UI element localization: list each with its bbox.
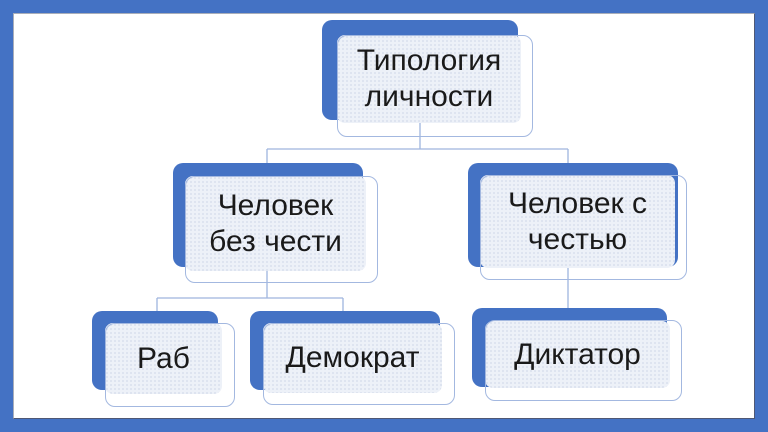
node-outline-rect — [485, 320, 682, 401]
node-fill-rect — [185, 176, 366, 271]
node-outline-rect — [105, 323, 235, 407]
edge-nohonor-to-children — [156, 255, 344, 316]
diagram-node-typology[interactable]: Типология личности — [322, 20, 534, 138]
node-label: Человек с честью — [480, 175, 675, 268]
node-outline-rect — [185, 176, 378, 283]
node-fill-rect — [485, 321, 670, 388]
node-label: Раб — [105, 323, 222, 394]
diagram-node-no-honor[interactable]: Человек без чести — [173, 163, 379, 284]
node-outline-rect — [480, 175, 687, 280]
node-label-line1: Человек с — [508, 186, 647, 220]
node-label-line2: личности — [364, 80, 494, 113]
node-label: Диктатор — [485, 321, 670, 388]
node-label-line1: Раб — [137, 341, 190, 375]
node-label: Типология личности — [337, 35, 521, 123]
node-label-line2: честью — [527, 222, 628, 256]
diagram-node-dictator[interactable]: Диктатор — [472, 308, 683, 402]
node-label-line1: Демократ — [285, 341, 420, 374]
node-label: Человек без чести — [185, 176, 366, 271]
node-label-line1: Человек — [217, 188, 334, 222]
node-outline-rect — [263, 323, 455, 405]
node-label-line1: Диктатор — [514, 337, 641, 371]
node-fill-rect — [263, 323, 442, 393]
node-label-line1: Типология — [356, 44, 502, 77]
node-fill-rect — [105, 323, 222, 394]
node-label-line2: без чести — [209, 224, 342, 258]
edge-root-to-children — [266, 105, 569, 168]
node-outline-rect — [337, 35, 533, 137]
node-fill-rect — [480, 175, 675, 268]
diagram-node-slave[interactable]: Раб — [92, 311, 236, 408]
diagram-node-democrat[interactable]: Демократ — [250, 311, 456, 406]
diagram-node-with-honor[interactable]: Человек с честью — [468, 163, 688, 281]
node-label: Демократ — [263, 323, 442, 393]
node-fill-rect — [337, 35, 521, 123]
